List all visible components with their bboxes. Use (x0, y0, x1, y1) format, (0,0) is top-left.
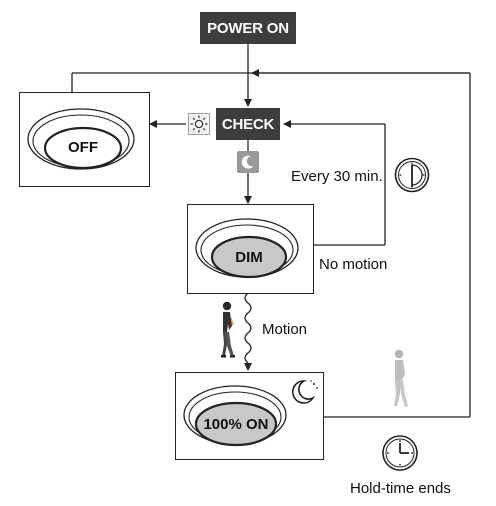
motion-squiggle (244, 292, 252, 364)
moon-icon (237, 151, 259, 173)
check-box: CHECK (216, 108, 280, 140)
power-on-box: POWER ON (200, 12, 296, 44)
person-walking-icon (221, 301, 235, 358)
no-motion-label: No motion (319, 256, 388, 273)
clock-icon (382, 435, 418, 471)
night-icon (292, 380, 318, 404)
sun-icon (188, 113, 210, 135)
dim-label: DIM (235, 249, 263, 266)
dim-lamp (195, 218, 299, 279)
off-lamp (27, 108, 135, 170)
off-label: OFF (68, 139, 98, 156)
clock-icon (394, 157, 430, 193)
motion-label: Motion (262, 321, 308, 338)
hold-time-ends-label: Hold-time ends (350, 480, 451, 497)
full-on-label: 100% ON (203, 416, 269, 433)
every-30-min-label: Every 30 min. (291, 168, 383, 185)
full-on-lamp (183, 385, 287, 447)
person-shadow-icon (394, 349, 408, 407)
